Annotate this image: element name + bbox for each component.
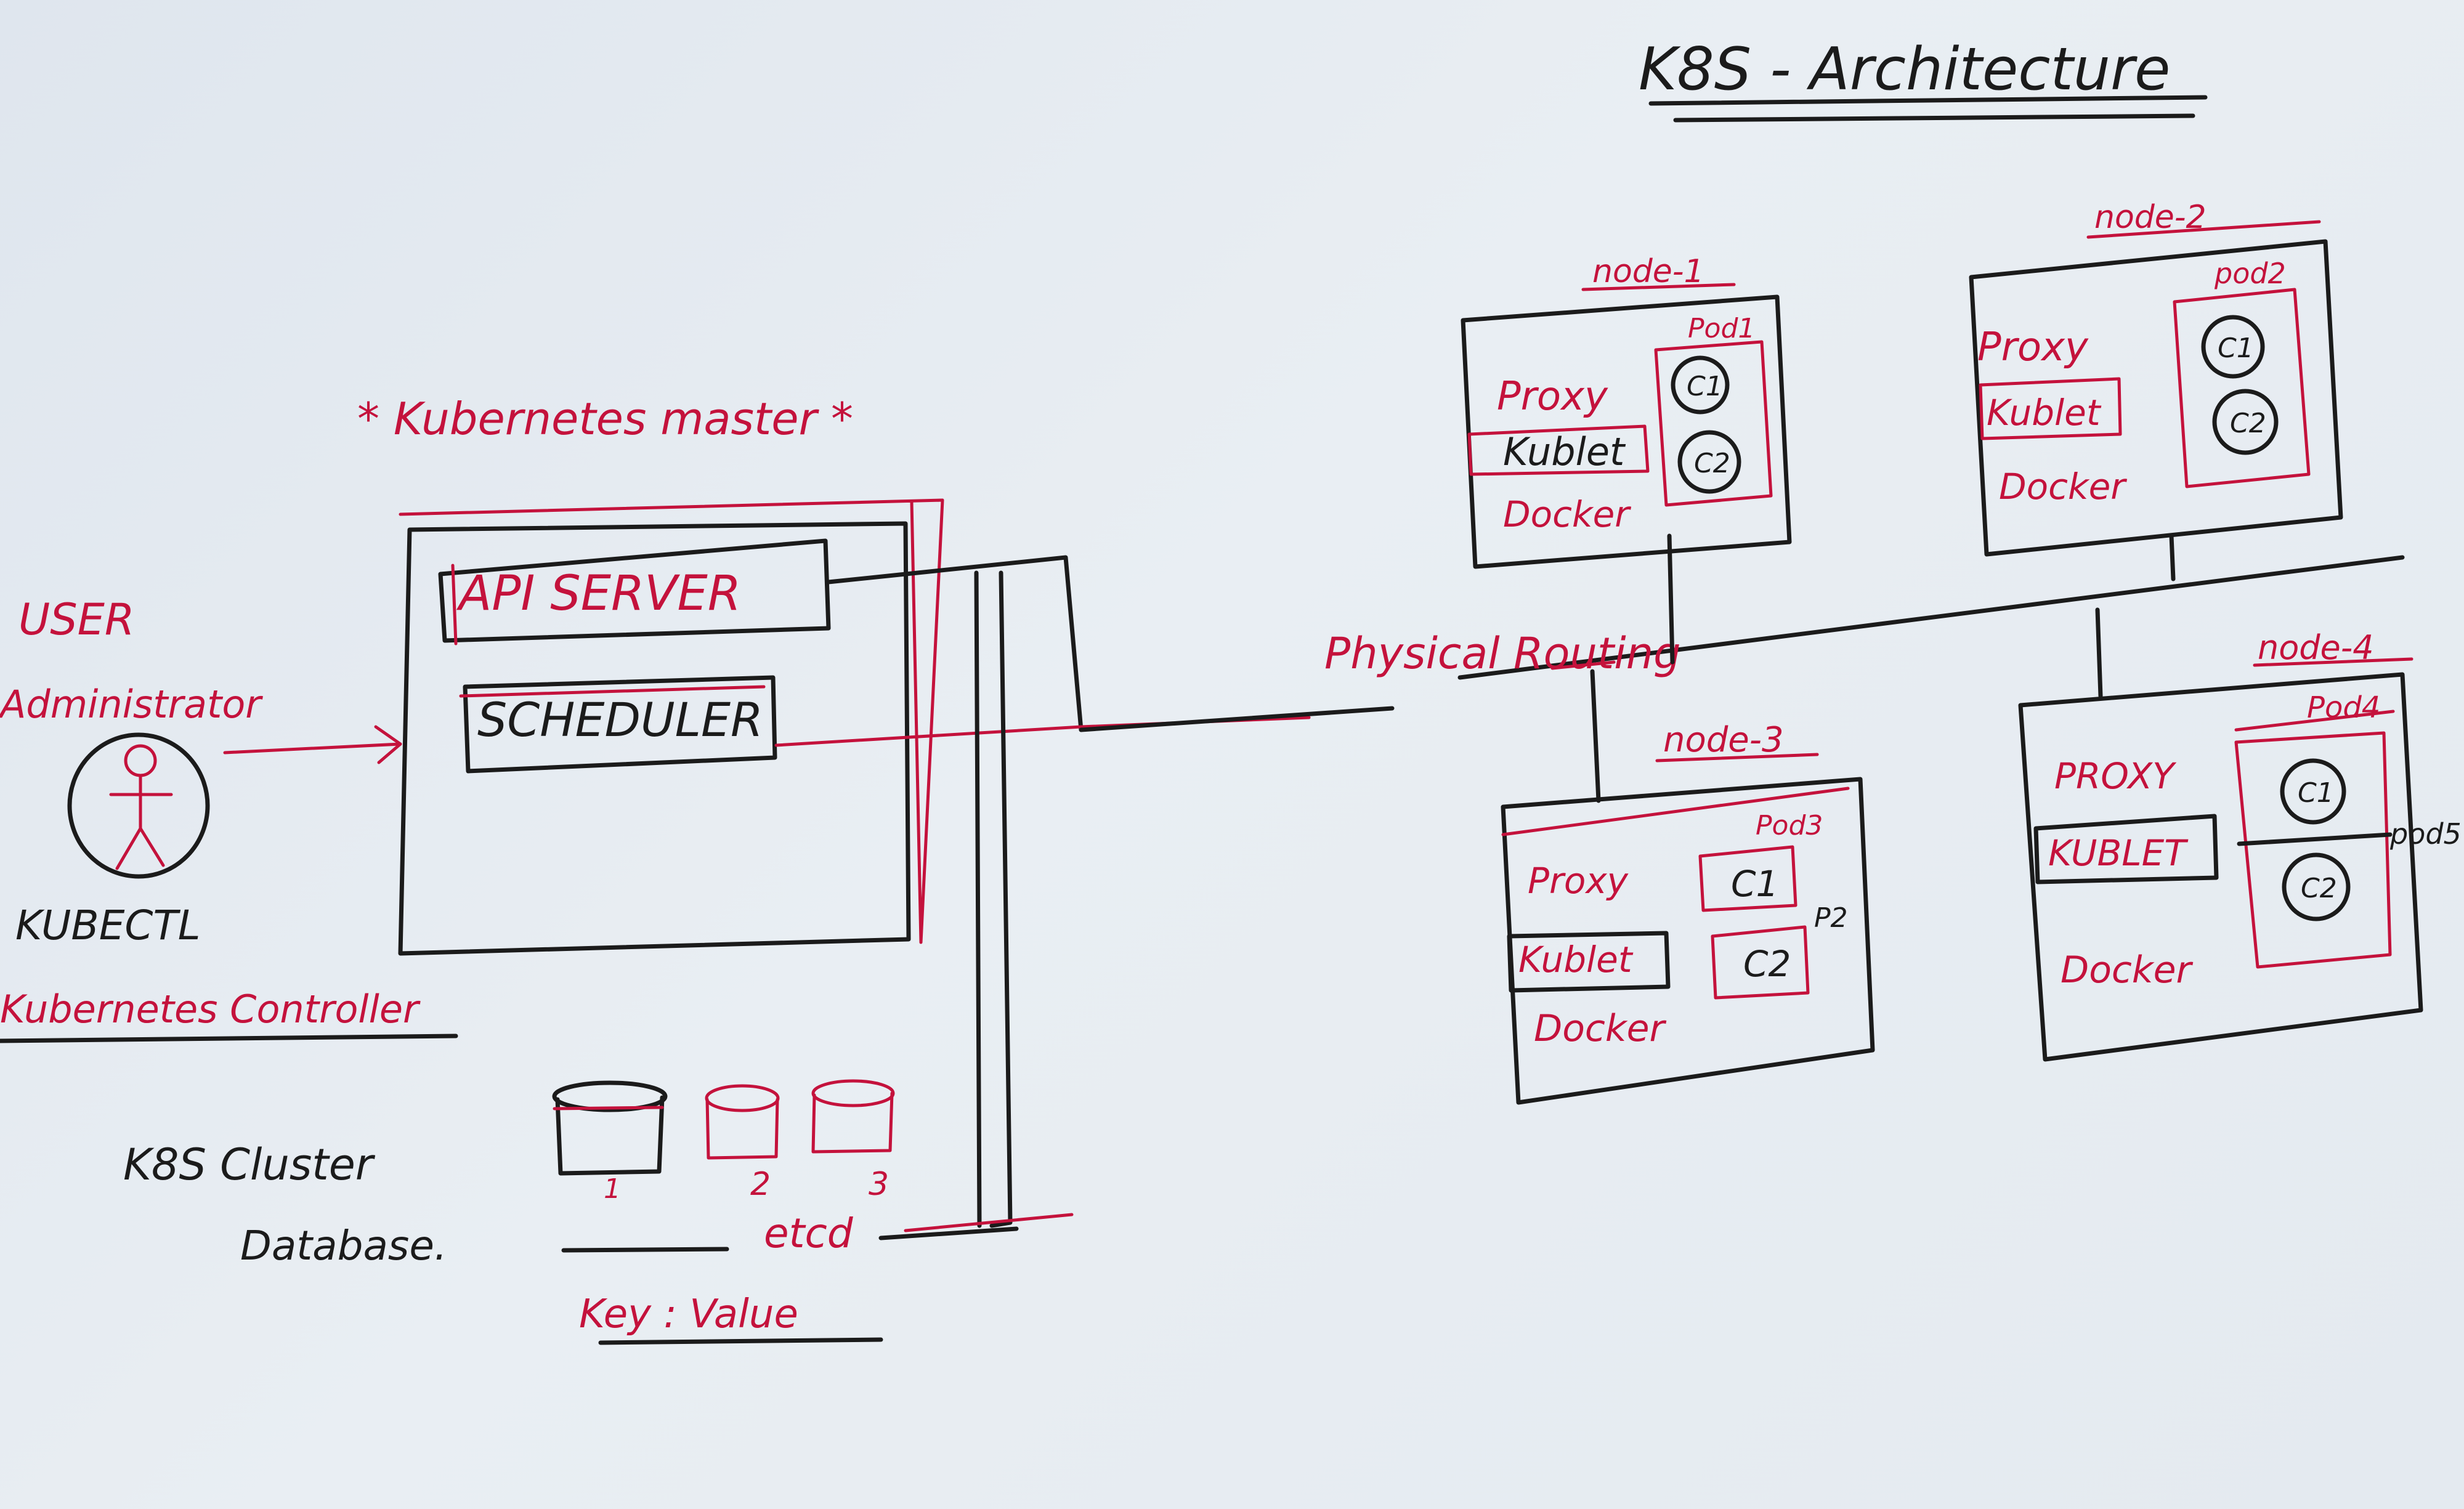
disk-3-label: 3	[869, 1166, 889, 1203]
etcd-label: etcd	[764, 1210, 854, 1257]
key-value-underline	[598, 1337, 883, 1345]
node4-link	[2095, 607, 2103, 698]
node3-pod-label: Pod3	[1756, 810, 1823, 841]
node3-container-2	[1711, 925, 1810, 1000]
node3-pod-extra-label: P2	[1814, 902, 1848, 934]
node1-container-1	[1671, 355, 1730, 415]
node2-box	[1969, 239, 2343, 557]
disk-2-label: 2	[750, 1166, 771, 1203]
node1-kubelet-box	[1467, 424, 1650, 476]
node4-container-1-label: C1	[2298, 777, 2334, 809]
node2-kubelet-label: Kublet	[1987, 392, 2102, 434]
node4-container-2-label: C2	[2301, 873, 2337, 904]
node3-label: node-3	[1663, 720, 1784, 760]
node2-docker-label: Docker	[1999, 466, 2127, 508]
user-arrowhead	[374, 725, 402, 764]
node3-box-overlay	[1501, 787, 1850, 836]
node1-pod-label: Pod1	[1688, 313, 1755, 344]
node2-pod-box	[2173, 288, 2311, 488]
node2-proxy-label: Proxy	[1977, 325, 2089, 370]
database-disk-3-icon	[811, 1079, 895, 1154]
node2-underline	[2086, 220, 2321, 239]
master-label: * Kubernetes master *	[357, 393, 853, 445]
stick-figure-icon	[67, 732, 210, 879]
user-arrow	[223, 742, 402, 754]
etcd-red-link	[904, 1213, 1074, 1232]
node1-docker-label: Docker	[1503, 493, 1631, 535]
node3-underline	[1655, 753, 1819, 763]
scheduler-box	[459, 675, 777, 774]
node4-pod-label: Pod4	[2307, 690, 2380, 725]
etcd-link	[974, 570, 1013, 1228]
node2-link	[2169, 533, 2176, 581]
node3-docker-label: Docker	[1534, 1007, 1667, 1050]
node3-kubelet-label: Kublet	[1518, 939, 1634, 981]
scheduler-label: SCHEDULER	[477, 692, 763, 747]
node1-link	[1667, 533, 1675, 665]
master-to-network-link	[1079, 706, 1395, 732]
node1-container-1-label: C1	[1687, 371, 1723, 402]
api-link	[826, 555, 1084, 732]
db-label-line2: Database.	[240, 1222, 447, 1269]
master-box	[398, 498, 944, 956]
database-disk-2-icon	[705, 1084, 780, 1160]
node4-pod-divider	[2237, 832, 2393, 846]
user-label: USER	[18, 594, 135, 645]
node4-pod-box	[2234, 731, 2392, 969]
node3-container-2-label: C2	[1743, 943, 1791, 985]
title-underline-2	[1673, 113, 2195, 123]
etcd-to-link	[878, 1226, 1019, 1240]
node4-proxy-label: PROXY	[2054, 755, 2177, 797]
node2-pod-label: pod2	[2214, 257, 2286, 290]
node4-box	[2018, 672, 2423, 1062]
node4-box-overlay	[2234, 710, 2395, 732]
etcd-underline	[561, 1247, 729, 1253]
kubectl-label: KUBECTL	[15, 902, 201, 949]
node3-proxy-label: Proxy	[1528, 860, 1629, 902]
title-underline	[1648, 95, 2208, 106]
key-value-label: Key : Value	[579, 1292, 798, 1337]
node2-kubelet-box	[1979, 377, 2122, 440]
node2-container-2	[2212, 389, 2279, 455]
node2-container-1	[2201, 315, 2265, 379]
node4-docker-label: Docker	[2061, 949, 2194, 992]
node1-container-2-label: C2	[1694, 448, 1730, 479]
node1-label: node-1	[1592, 253, 1704, 290]
node3-kubelet-box	[1507, 931, 1671, 993]
node4-container-1	[2280, 758, 2346, 825]
node4-pod-extra-label: pod5	[2389, 817, 2462, 851]
controller-label: Kubernetes Controller	[0, 987, 421, 1032]
node3-link	[1590, 669, 1601, 803]
db-label-line1: K8S Cluster	[123, 1139, 376, 1190]
disk-1-label: 1	[604, 1173, 621, 1205]
node4-container-2	[2282, 852, 2351, 921]
user-role-label: Administrator	[0, 682, 263, 727]
node1-proxy-label: Proxy	[1497, 374, 1608, 419]
node4-underline	[2253, 657, 2413, 667]
node1-box	[1461, 294, 1792, 569]
node1-kubelet-label: Kublet	[1503, 429, 1626, 474]
node3-box	[1501, 777, 1875, 1105]
api-server-label: API SERVER	[456, 566, 741, 621]
node4-kubelet-box	[2033, 814, 2219, 884]
node2-container-1-label: C1	[2218, 333, 2254, 364]
network-mark	[1550, 660, 1616, 670]
diagram-title: K8S - Architecture	[1639, 36, 2171, 103]
node3-container-1	[1698, 845, 1797, 912]
node3-container-1-label: C1	[1731, 863, 1778, 905]
network-backbone	[1457, 555, 2405, 680]
node1-container-2	[1677, 430, 1741, 494]
node2-container-2-label: C2	[2230, 408, 2266, 439]
api-server-box	[438, 538, 831, 645]
controller-underline	[0, 1034, 458, 1043]
node1-underline	[1581, 283, 1736, 291]
network-label: Physical Routing	[1324, 628, 1681, 679]
node4-kubelet-label: KUBLET	[2048, 832, 2189, 874]
node1-pod-box	[1654, 340, 1773, 507]
database-disk-1-icon	[552, 1080, 668, 1176]
